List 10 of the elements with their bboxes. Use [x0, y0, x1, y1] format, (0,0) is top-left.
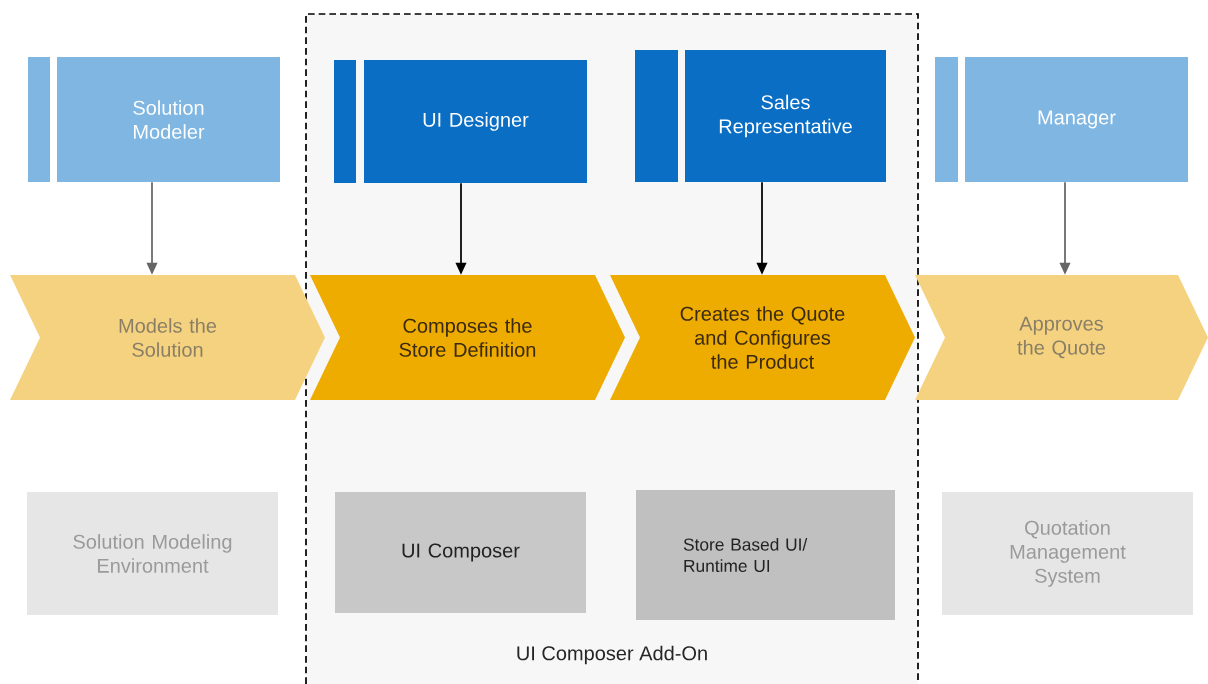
role-box: Manager — [935, 57, 1188, 182]
role-box: Sales Representative — [635, 50, 886, 182]
role-box: Solution Modeler — [28, 57, 280, 182]
system-box: Quotation Management System — [942, 492, 1193, 615]
system-box: UI Composer — [335, 492, 586, 613]
system-box: Store Based UI/ Runtime UI — [636, 490, 895, 620]
system-box: Solution Modeling Environment — [27, 492, 278, 615]
chevron-step: Models the Solution — [10, 275, 325, 400]
chevron-step: Approves the Quote — [915, 275, 1208, 400]
role-box: UI Designer — [334, 60, 587, 183]
